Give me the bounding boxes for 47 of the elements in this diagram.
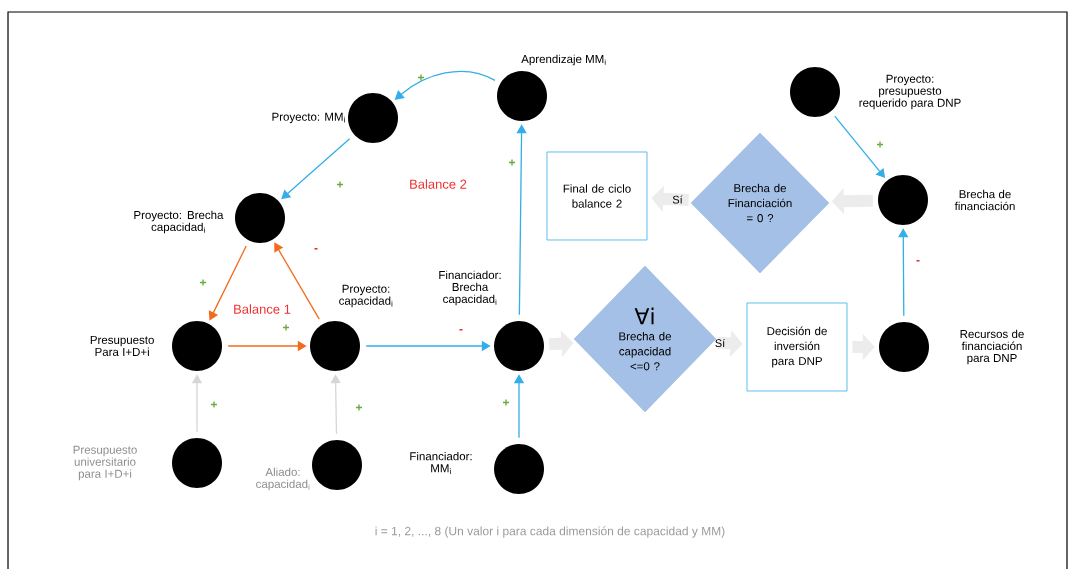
variable-circle xyxy=(172,321,222,371)
node-label: Financiador: MM$_{i}$ xyxy=(410,451,472,475)
edge-label: Sí xyxy=(672,195,683,204)
variable-circle xyxy=(879,322,929,372)
arrow xyxy=(208,245,247,321)
node-label: Presupuesto Para I+D+i xyxy=(90,336,154,356)
loop-label: Balance 2 xyxy=(410,179,467,189)
variable-circle xyxy=(310,321,360,371)
polarity-sign: + xyxy=(337,181,344,188)
polarity-sign: - xyxy=(314,248,318,250)
arrow xyxy=(330,374,341,435)
node-label: Proyecto: MM$_{i}$ xyxy=(272,112,345,124)
process-box: Final de ciclo balance 2 xyxy=(546,151,648,241)
variable-circle xyxy=(494,321,544,371)
arrow xyxy=(281,138,351,200)
variable-circle xyxy=(172,438,222,488)
variable-circle xyxy=(235,193,285,243)
polarity-sign: + xyxy=(503,399,509,406)
variable-circle xyxy=(497,71,547,121)
polarity-sign: + xyxy=(283,324,290,331)
variable-circle xyxy=(348,93,398,143)
node-label: Proyecto: capacidad$_{i}$ xyxy=(339,284,393,308)
process-box: Decisión de inversión para DNP xyxy=(746,302,848,392)
variable-circle xyxy=(878,175,928,225)
polarity-sign: + xyxy=(418,74,425,81)
node-label: Aprendizaje MM$_{i}$ xyxy=(521,54,606,66)
polarity-sign: + xyxy=(200,279,207,286)
variable-circle xyxy=(312,440,362,490)
caption: i = 1, 2, ..., 8 (Un valor i para cada dimensión de capacidad y MM) xyxy=(375,526,725,538)
variable-circle xyxy=(494,444,544,494)
polarity-sign: - xyxy=(916,260,920,262)
polarity-sign: + xyxy=(509,159,516,166)
node-label: Recursos de financiación para DNP xyxy=(960,329,1024,365)
edge-label: Sí xyxy=(715,338,726,348)
polarity-sign: + xyxy=(211,401,218,408)
loop-label: Balance 1 xyxy=(234,304,291,314)
node-label: Financiador: Brecha capacidad$_{i}$ xyxy=(439,270,501,306)
variable-circle xyxy=(790,67,840,117)
node-label: Proyecto: Brecha capacidad$_{i}$ xyxy=(134,210,224,234)
arrow xyxy=(516,124,527,316)
polarity-sign: + xyxy=(877,141,883,148)
node-label: Brecha de financiación xyxy=(954,189,1015,211)
arrow xyxy=(274,242,320,320)
polarity-sign: + xyxy=(356,404,363,411)
node-label: Presupuesto universitario para I+D+i xyxy=(73,445,137,481)
node-label: Proyecto: presupuesto requerido para DNP xyxy=(859,74,961,110)
polarity-sign: - xyxy=(459,329,463,331)
